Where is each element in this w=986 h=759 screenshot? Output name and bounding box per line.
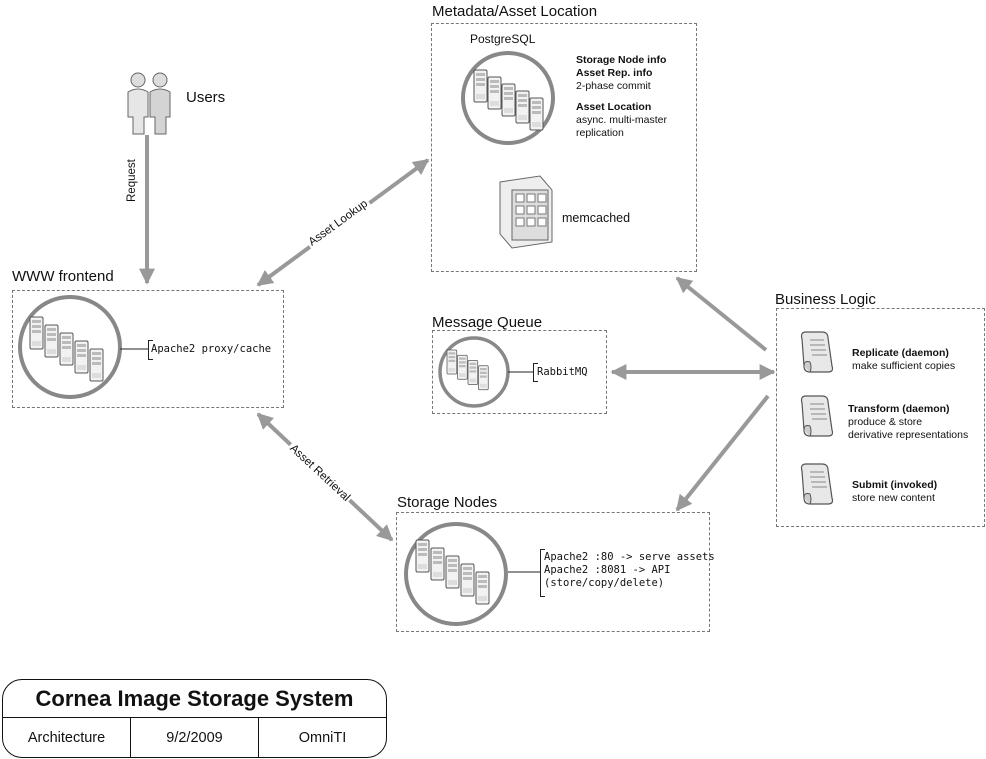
storage-box [396, 512, 710, 632]
metadata-title: Metadata/Asset Location [432, 3, 598, 20]
frontend-bracket [148, 340, 153, 360]
async-replication-line2: replication [576, 127, 624, 139]
memcached-grid-icon [499, 175, 553, 249]
submit-name: Submit (invoked) [852, 479, 938, 491]
storage-title: Storage Nodes [397, 494, 498, 511]
metadata-box [431, 23, 697, 272]
frontend-service-label: Apache2 proxy/cache [151, 343, 272, 355]
transform-desc-line2: derivative representations [848, 429, 969, 441]
business-to-metadata-arrow [675, 276, 768, 352]
storage-line3: (store/copy/delete) [544, 577, 665, 589]
system-title: Cornea Image Storage System [3, 680, 386, 718]
storage-bracket [540, 549, 545, 597]
users-label: Users [186, 89, 226, 106]
transform-desc-line1: produce & store [848, 416, 923, 428]
storage-line2: Apache2 :8081 -> API [544, 564, 671, 576]
frontend-title: WWW frontend [12, 268, 114, 285]
request-label: Request [126, 157, 138, 204]
company-cell: OmniTI [258, 718, 386, 757]
asset-location-label: Asset Location [576, 101, 652, 113]
two-phase-commit-label: 2-phase commit [576, 80, 651, 92]
frontend-box [12, 290, 284, 408]
business-to-storage-arrow [675, 394, 770, 512]
frontend-server-cluster-icon [18, 295, 148, 399]
rabbitmq-label: RabbitMQ [537, 366, 588, 378]
storage-server-cluster-icon [404, 522, 540, 626]
transform-name: Transform (daemon) [848, 403, 950, 415]
postgresql-server-cluster-icon [461, 51, 555, 145]
business-title: Business Logic [775, 291, 876, 308]
mq-box [432, 330, 607, 414]
rabbitmq-server-cluster-icon [438, 336, 533, 408]
postgresql-label: PostgreSQL [470, 32, 536, 46]
business-box [776, 308, 985, 527]
memcached-label: memcached [562, 211, 631, 225]
async-replication-line1: async. multi-master [576, 114, 668, 126]
storage-line1: Apache2 :80 -> serve assets [544, 551, 715, 563]
mq-title: Message Queue [432, 314, 543, 331]
replicate-desc: make sufficient copies [852, 360, 956, 372]
asset-rep-info-label: Asset Rep. info [576, 67, 653, 79]
mq-bracket [533, 363, 538, 382]
storage-node-info-label: Storage Node info [576, 54, 667, 66]
title-block: Cornea Image Storage System Architecture… [2, 679, 387, 758]
submit-desc: store new content [852, 492, 935, 504]
doc-type-cell: Architecture [27, 730, 106, 746]
replicate-name: Replicate (daemon) [852, 347, 949, 359]
title-block-row: Architecture 9/2/2009 OmniTI [3, 718, 386, 757]
date-cell: 9/2/2009 [130, 718, 258, 757]
users-icon [127, 72, 171, 135]
